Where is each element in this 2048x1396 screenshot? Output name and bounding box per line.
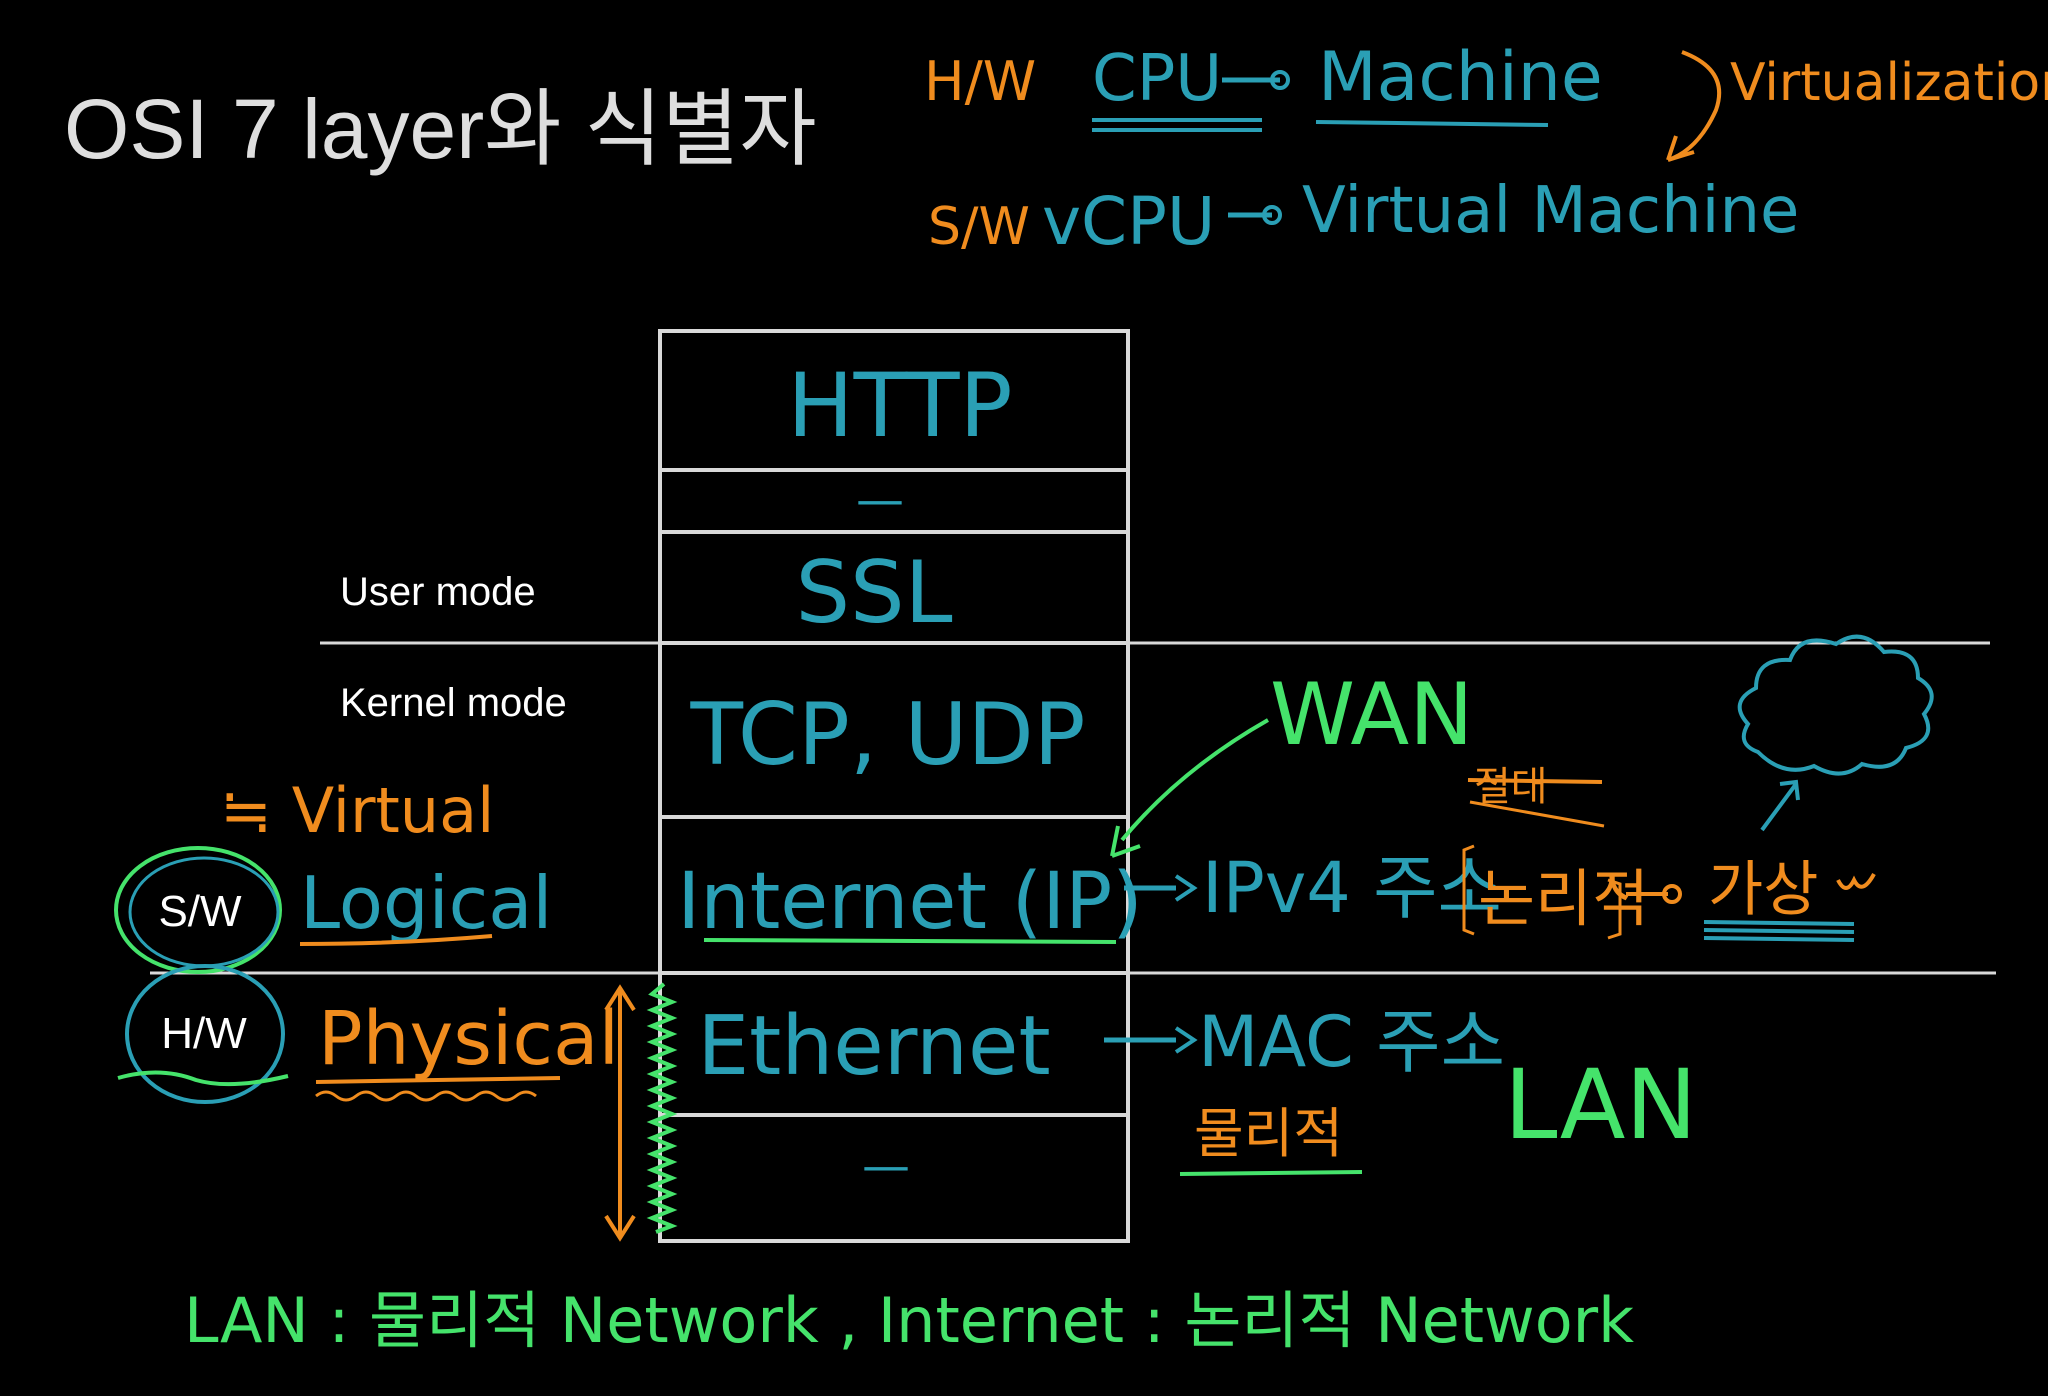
note-struck: 절대	[1474, 764, 1548, 810]
note-mac: MAC 주소	[1198, 1001, 1505, 1083]
bottom-summary: LAN : 물리적 Network , Internet : 논리적 Netwo…	[184, 1284, 1634, 1357]
layer-internet-ip: Internet (IP)	[677, 857, 1142, 947]
logical-to-virtual-arrow-head	[1662, 884, 1682, 904]
virtualization-bracket	[1667, 50, 1722, 162]
note-virtualization: Virtualization	[1730, 53, 2048, 113]
layer-blank-physical: —	[862, 1138, 910, 1194]
hw-underline	[117, 1070, 289, 1087]
physical-squiggle	[315, 1090, 537, 1102]
virtualization-arrow-head	[1666, 135, 1695, 162]
layer-http: HTTP	[787, 354, 1012, 457]
note-logical: Logical	[300, 861, 552, 945]
note-sw: S/W	[928, 197, 1030, 257]
note-physical-ko: 물리적	[1194, 1102, 1343, 1165]
cloud-arrow	[1760, 779, 1800, 832]
right-notes: WAN IPv4 주소 절대 논리적 가상 MAC 주소 물리적 LAN	[1104, 634, 1934, 1176]
note-virtual-ko: 가상	[1708, 855, 1818, 925]
layer-blank-presentation: —	[856, 472, 904, 528]
layer-stack: HTTP — SSL TCP, UDP Internet (IP) Ethern…	[658, 329, 1143, 1243]
note-vcpu: vCPU	[1042, 183, 1215, 260]
note-machine: Machine	[1318, 38, 1603, 117]
strike-line	[1467, 778, 1603, 784]
virtual-underline	[1703, 920, 1855, 926]
physical-ko-underline	[1179, 1170, 1363, 1176]
wan-arrow	[1120, 718, 1269, 842]
strike-line-2	[1469, 800, 1605, 828]
note-logical-ko: 논리적	[1478, 862, 1649, 935]
physical-extent-arrow-heads	[604, 984, 636, 1242]
wan-arrow-head	[1110, 825, 1141, 858]
note-ipv4: IPv4 주소	[1202, 847, 1502, 929]
cloud-icon	[1737, 634, 1934, 776]
layer-tcp-udp: TCP, UDP	[689, 685, 1085, 785]
virtual-underline-3	[1703, 936, 1855, 942]
physical-layer-hatch	[646, 982, 678, 1234]
note-cpu: CPU	[1092, 42, 1222, 116]
note-wan: WAN	[1270, 665, 1474, 765]
layer-stack-frame	[658, 329, 1130, 1243]
virtual-underline-2	[1703, 928, 1855, 934]
note-physical: Physical	[318, 996, 619, 1082]
cpu-arrow-head	[1270, 70, 1290, 90]
sw-circle	[114, 846, 282, 974]
machine-underline	[1315, 120, 1549, 127]
note-hw: H/W	[924, 50, 1036, 113]
virtualization-notes: H/W CPU Machine S/W vCPU Virtual Machine…	[924, 38, 2048, 260]
ip-arrow-head	[1174, 874, 1198, 902]
virtual-squiggle	[1836, 873, 1876, 890]
mac-arrow-head	[1174, 1026, 1198, 1054]
layer-ssl: SSL	[795, 543, 952, 643]
layer-ethernet: Ethernet	[697, 999, 1050, 1094]
internet-underline	[703, 938, 1117, 944]
logical-bracket	[1462, 844, 1622, 940]
left-notes: ≒ Virtual S/W Logical H/W Physical	[114, 774, 678, 1242]
kernel-mode-label: Kernel mode	[340, 681, 567, 725]
hw-circle	[125, 964, 285, 1104]
note-virtual-machine: Virtual Machine	[1302, 174, 1799, 248]
note-virtual: ≒ Virtual	[220, 774, 494, 847]
physical-underline	[315, 1076, 561, 1084]
hw-label: H/W	[161, 1009, 247, 1058]
vcpu-arrow-head	[1262, 205, 1282, 225]
sw-label: S/W	[158, 887, 242, 936]
logical-underline	[299, 934, 493, 946]
user-mode-label: User mode	[340, 570, 536, 614]
slide-title: OSI 7 layer와 식별자	[64, 82, 817, 176]
note-lan: LAN	[1504, 1049, 1697, 1161]
